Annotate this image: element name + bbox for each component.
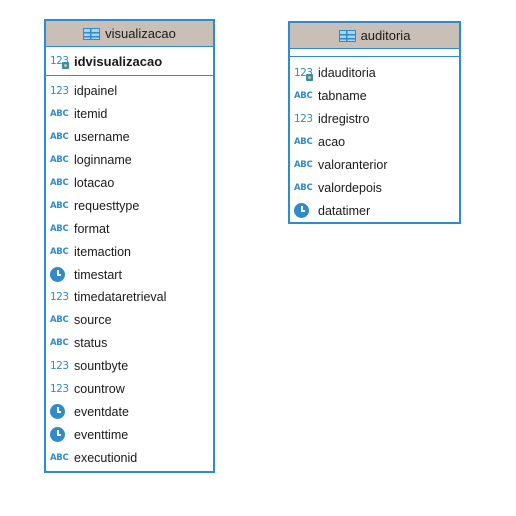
key-badge-icon [62, 62, 69, 69]
column-name: source [74, 313, 112, 328]
column-row[interactable]: eventdate [46, 400, 213, 423]
column-row[interactable]: ABC loginname [46, 149, 213, 172]
entity-visualizacao[interactable]: visualizacao 123 idvisualizacao 123 idpai… [44, 19, 215, 473]
text-type-icon: ABC [50, 155, 69, 166]
entity-header[interactable]: auditoria [290, 23, 459, 49]
clock-icon [50, 267, 65, 283]
numeric-type-icon: 123 [50, 291, 69, 304]
column-name: valordepois [318, 180, 382, 195]
text-type-icon: ABC [50, 246, 69, 257]
text-type-icon: ABC [50, 178, 69, 188]
column-name: timestart [74, 267, 122, 282]
column-row[interactable]: ABC itemaction [46, 240, 213, 263]
column-row[interactable]: ABC source [46, 309, 213, 332]
column-name: format [74, 221, 110, 236]
column-name: itemaction [74, 244, 131, 259]
column-name: timedataretrieval [74, 290, 167, 305]
entity-title: auditoria [360, 28, 411, 43]
column-row[interactable]: ABC tabname [290, 85, 459, 108]
key-badge-icon [306, 74, 313, 82]
column-row[interactable]: 123 idpainel [46, 80, 213, 103]
numeric-key-icon: 123 [294, 67, 313, 82]
column-name: idpainel [74, 84, 118, 99]
column-name: status [74, 336, 108, 351]
column-name: requesttype [74, 198, 140, 213]
clock-icon [294, 203, 309, 219]
column-row[interactable]: eventtime [46, 423, 213, 446]
text-type-icon: ABC [294, 91, 313, 102]
column-row[interactable]: ABC valordepois [290, 176, 459, 199]
text-type-icon: ABC [50, 315, 69, 326]
text-type-icon: ABC [50, 338, 69, 349]
table-icon [83, 27, 101, 40]
text-type-icon: ABC [50, 109, 69, 120]
column-name: eventtime [74, 427, 129, 442]
column-row[interactable]: 123 countrow [46, 378, 213, 401]
text-type-icon: ABC [50, 452, 69, 463]
numeric-type-icon: 123 [50, 85, 69, 98]
primary-key-row [290, 49, 459, 57]
column-row[interactable]: ABC format [46, 217, 213, 240]
column-row[interactable]: ABC username [46, 126, 213, 149]
column-row[interactable]: ABC requesttype [46, 194, 213, 217]
column-row[interactable]: ABC lotacao [46, 172, 213, 195]
column-name: lotacao [74, 176, 115, 190]
text-type-icon: ABC [294, 160, 313, 170]
text-type-icon: ABC [50, 200, 69, 211]
column-row[interactable]: 123 timedataretrieval [46, 286, 213, 309]
table-icon [338, 29, 356, 42]
numeric-type-icon: 123 [50, 360, 69, 373]
column-name: itemid [74, 107, 108, 122]
column-row[interactable]: ABC valoranterior [290, 154, 459, 177]
column-row[interactable]: 123 idregistro [290, 108, 459, 131]
entity-header[interactable]: visualizacao [46, 21, 213, 47]
column-name: tabname [318, 89, 367, 104]
column-row[interactable]: 123 sountbyte [46, 355, 213, 378]
column-row[interactable]: ABC acao [290, 131, 459, 154]
column-row[interactable]: 123 idauditoria [290, 62, 459, 85]
column-name: acao [318, 135, 346, 150]
numeric-type-icon: 123 [50, 383, 69, 396]
text-type-icon: ABC [294, 137, 313, 148]
column-row[interactable]: ABC itemid [46, 103, 213, 126]
clock-icon [50, 427, 65, 443]
column-name: valoranterior [318, 158, 388, 172]
text-type-icon: ABC [294, 182, 313, 193]
numeric-key-icon: 123 [50, 55, 69, 69]
numeric-type-icon: 123 [294, 113, 313, 126]
column-name: loginname [74, 153, 132, 168]
text-type-icon: ABC [50, 223, 69, 234]
column-name: username [74, 130, 130, 145]
clock-icon [50, 404, 65, 420]
entity-title: visualizacao [105, 26, 176, 41]
column-name: datatimer [318, 203, 371, 218]
column-name: sountbyte [74, 359, 129, 374]
column-row[interactable]: ABC executionid [46, 446, 213, 469]
column-name: idregistro [318, 112, 370, 127]
column-name: countrow [74, 382, 125, 397]
column-row[interactable]: ABC status [46, 332, 213, 355]
primary-key-name: idvisualizacao [74, 53, 163, 69]
column-name: idauditoria [318, 66, 376, 81]
column-row[interactable]: timestart [46, 263, 213, 286]
text-type-icon: ABC [50, 132, 69, 143]
column-name: eventdate [74, 404, 129, 419]
primary-key-row[interactable]: 123 idvisualizacao [46, 47, 213, 76]
column-name: executionid [74, 450, 138, 465]
column-row[interactable]: datatimer [290, 199, 459, 222]
